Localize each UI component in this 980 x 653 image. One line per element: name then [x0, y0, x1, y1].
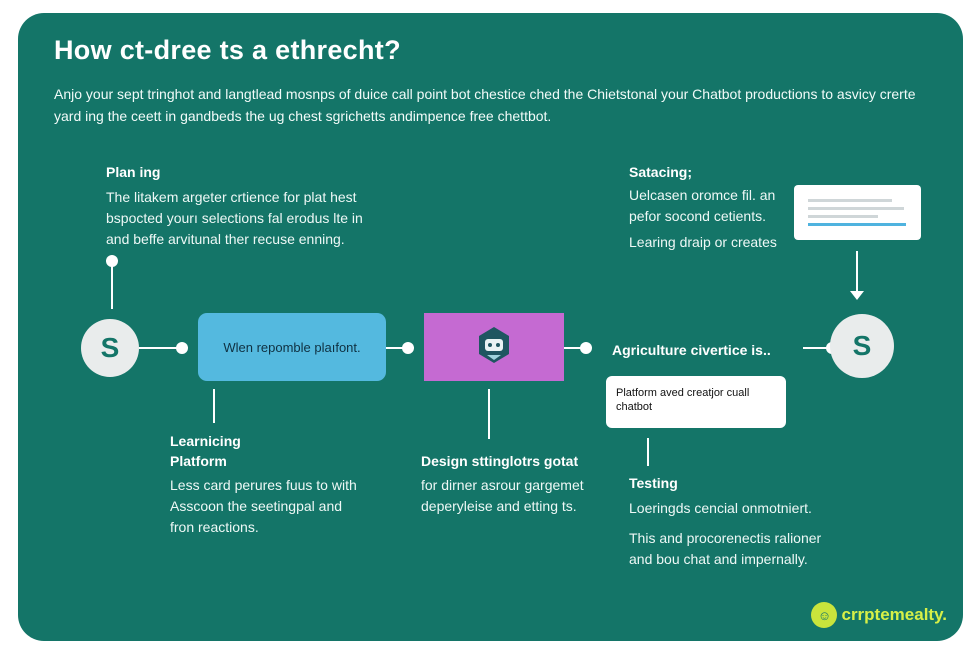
planning-line: bspocted yourı selections fal erodus lte… [106, 210, 363, 226]
connector-line [386, 347, 406, 349]
screen-line [808, 207, 904, 210]
chatbot-box [424, 313, 564, 381]
planning-line: and beffe arvitunal ther recuse enning. [106, 231, 345, 247]
satacing-line: Uelcasen oromce fil. an [629, 187, 776, 203]
learning-heading-2: Platform [170, 453, 227, 469]
connector-line [564, 347, 584, 349]
planning-text: The litakem argeter crtience for plat he… [106, 187, 396, 250]
logo-text: crrptemealty. [841, 605, 947, 624]
design-text: for dirner asrour gargemet deperyleise a… [421, 475, 621, 517]
planning-line: The litakem argeter crtience for plat he… [106, 189, 357, 205]
intro-paragraph: Anjo your sept tringhot and langtlead mo… [54, 86, 916, 124]
platform-card: Platform aved creatjor cuall chatbot [606, 376, 786, 428]
brand-logo: ☺ crrptemealty. [811, 602, 947, 628]
design-heading: Design sttinglotrs gotat [421, 453, 579, 469]
satacing-extra: Learing draip or creates [629, 234, 777, 250]
satacing-text: Uelcasen oromce fil. an pefor socond cet… [629, 185, 789, 227]
connector-line [213, 389, 215, 423]
testing-text: This and procorenectis ralioner and bou … [629, 528, 889, 570]
screen-line [808, 215, 878, 218]
testing-heading: Testing [629, 475, 678, 491]
logo-icon: ☺ [811, 602, 838, 628]
robot-icon [473, 324, 515, 371]
connector-line [803, 347, 833, 349]
connector-line [856, 251, 858, 295]
learning-line: Less card perures fuus to with [170, 477, 357, 493]
infographic-panel: How ct-dree ts a ethrecht? Anjo your sep… [18, 13, 963, 641]
connector-line [139, 347, 179, 349]
connector-line [647, 438, 649, 466]
learning-text: Less card perures fuus to with Asscoon t… [170, 475, 410, 538]
planning-heading: Plan ing [106, 164, 161, 180]
platform-box: Wlen repomble plaıfont. [198, 313, 386, 381]
testing-line: and bou chat and impernally. [629, 551, 808, 567]
learning-line: Asscoon the seetingpal and [170, 498, 343, 514]
end-node: S [830, 314, 894, 378]
page-title: How ct-dree ts a ethrecht? [54, 35, 401, 65]
screen-highlight [808, 223, 906, 226]
connector-dot [402, 342, 414, 354]
learning-heading: Learnicing [170, 433, 241, 449]
satacing-line: pefor socond cetients. [629, 208, 766, 224]
connector-dot [580, 342, 592, 354]
screen-line [808, 199, 892, 202]
connector-dot [176, 342, 188, 354]
design-line: for dirner asrour gargemet [421, 477, 584, 493]
design-line: deperyleise and etting ts. [421, 498, 577, 514]
arrow-down-icon [850, 291, 864, 300]
learning-line: fron reactions. [170, 519, 259, 535]
card-line: Platform aved creatjor cuall [616, 387, 750, 399]
agriculture-label: Agriculture civertice is.. [612, 342, 771, 358]
start-node: S [81, 319, 139, 377]
browser-window-icon [794, 185, 921, 240]
card-line: chatbot [616, 401, 653, 413]
testing-line: This and procorenectis ralioner [629, 530, 822, 546]
connector-line [111, 261, 113, 309]
connector-line [488, 389, 490, 439]
satacing-heading: Satacing; [629, 164, 693, 180]
testing-line-1: Loeringds cencial onmotniert. [629, 500, 812, 516]
